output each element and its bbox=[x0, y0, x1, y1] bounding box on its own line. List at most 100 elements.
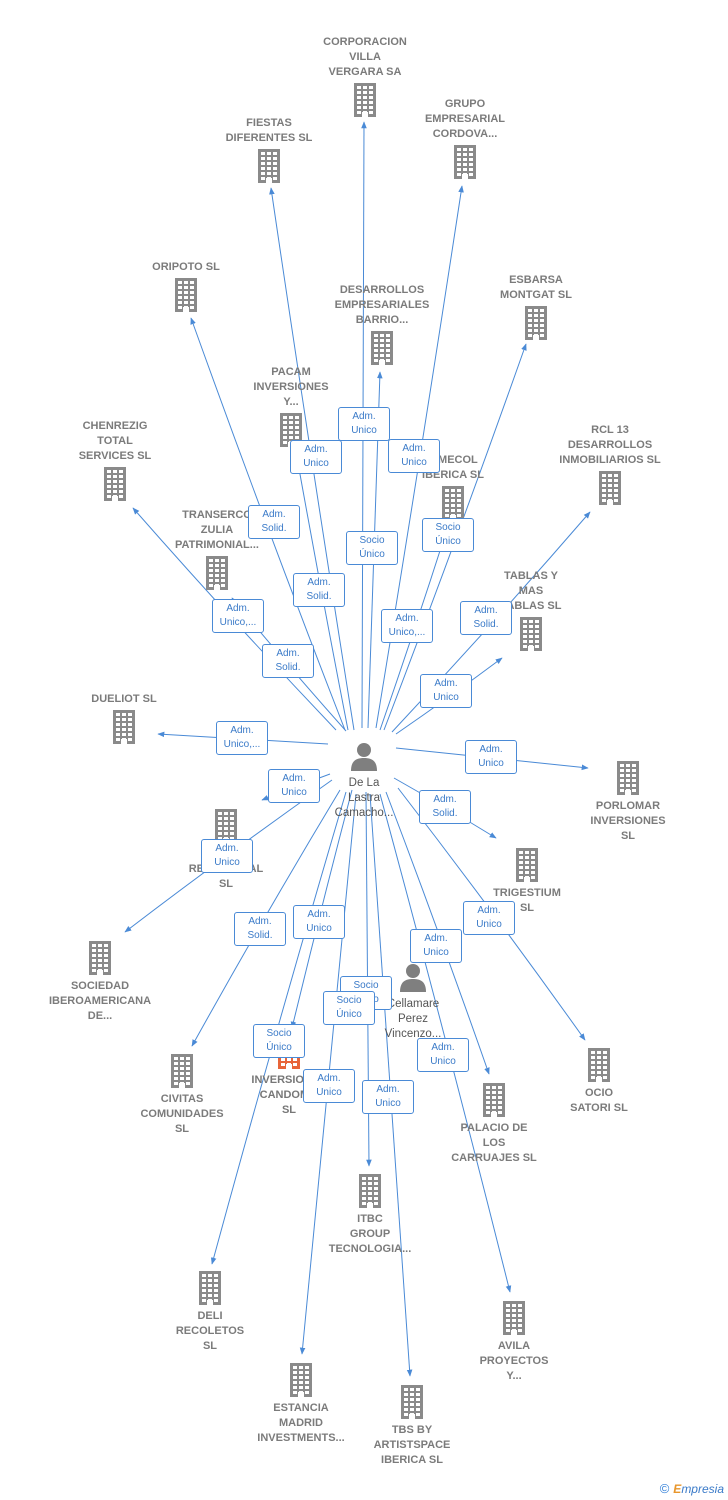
node-label-line: MONTGAT SL bbox=[500, 289, 572, 301]
node-label-line: PORLOMAR bbox=[595, 800, 661, 812]
edge-label-ol[interactable]: Adm.Unico bbox=[268, 769, 320, 803]
node-label-line: IBERICA SL bbox=[381, 1454, 443, 1466]
edge-label-sociedad[interactable]: Adm. Unico bbox=[201, 839, 253, 873]
copyright-symbol: © bbox=[659, 1481, 670, 1496]
node-label[interactable]: ORIPOTO SL bbox=[121, 260, 251, 275]
node-label-line: OCIO bbox=[584, 1087, 614, 1099]
node-label-line: PACAM bbox=[271, 366, 311, 378]
edge-label-tablas[interactable]: Adm.Unico bbox=[420, 674, 472, 708]
edge-label-line: Unico,... bbox=[219, 617, 257, 628]
node-label-line: FIESTAS bbox=[246, 117, 292, 129]
edge-label-line: Adm. bbox=[215, 843, 239, 854]
edge-label-pacam[interactable]: Adm.Unico bbox=[290, 440, 342, 474]
node-label-line: COMUNIDADES bbox=[140, 1108, 224, 1120]
node-label-line: SL bbox=[620, 830, 636, 842]
edge-label-line: Unico bbox=[214, 857, 240, 868]
node-label-line: ESTANCIA bbox=[273, 1402, 329, 1414]
node-label-line: LOS bbox=[482, 1137, 506, 1149]
edge-label-grupo[interactable]: Adm. Unico bbox=[388, 439, 440, 473]
edge-label-line: Adm. bbox=[307, 577, 331, 588]
edge-label-ocio[interactable]: Adm.Unico bbox=[463, 901, 515, 935]
edge-label-avila[interactable]: Adm.Unico bbox=[417, 1038, 469, 1072]
edge-label-rcl[interactable]: Adm.Solid. bbox=[460, 601, 512, 635]
edge-label-porlomar[interactable]: Adm.Unico bbox=[465, 740, 517, 774]
node-label-line: IBEROAMERICANA bbox=[48, 995, 152, 1007]
node-label-line: ESBARSA bbox=[509, 274, 563, 286]
edge-label-line: Unico bbox=[476, 919, 502, 930]
edge-label-limecol[interactable]: Adm.Unico,... bbox=[381, 609, 433, 643]
edge-label-palacio[interactable]: Adm.Unico bbox=[410, 929, 462, 963]
node-label-line: PROYECTOS bbox=[479, 1355, 549, 1367]
edge-label-line: Solid. bbox=[432, 808, 458, 819]
edge-label-line: Adm. bbox=[230, 725, 254, 736]
node-label-line: TOTAL bbox=[97, 435, 133, 447]
node-label-line: CORPORACION bbox=[323, 36, 407, 48]
node-label-line: GROUP bbox=[349, 1228, 391, 1240]
node-label-line: MADRID bbox=[279, 1417, 323, 1429]
node-label-line: GRUPO bbox=[444, 98, 486, 110]
edge-label-line: Adm. bbox=[433, 794, 457, 805]
edge-label-line: Unico bbox=[401, 457, 427, 468]
edge-label-transerco[interactable]: Adm.Solid. bbox=[262, 644, 314, 678]
footer-brand: © Empresia bbox=[660, 1481, 724, 1496]
node-label[interactable]: ESBARSA MONTGAT SL bbox=[471, 273, 601, 303]
edge-label-estancia[interactable]: Adm.Unico bbox=[303, 1069, 355, 1103]
node-label-line: CARRUAJES SL bbox=[451, 1152, 537, 1164]
edge-label-inversiones_candom[interactable]: Adm.Unico bbox=[293, 905, 345, 939]
node-label-line: SL bbox=[281, 1104, 297, 1116]
node-label-line: VILLA bbox=[349, 51, 381, 63]
node-label-line: SL bbox=[202, 1340, 218, 1352]
brand-logo[interactable]: Empresia bbox=[673, 1481, 724, 1496]
edge-label-corporacion[interactable]: Adm.Unico bbox=[338, 407, 390, 441]
node-label-line: DELI bbox=[197, 1310, 223, 1322]
edge-label-chenrezig[interactable]: Adm.Unico,... bbox=[212, 599, 264, 633]
node-label-line: RCL 13 bbox=[591, 424, 629, 436]
node-label-line: ITBC bbox=[357, 1213, 383, 1225]
node-label-line: TBS BY bbox=[391, 1424, 433, 1436]
edge-label-line: Adm. bbox=[402, 443, 426, 454]
node-label-line: Y... bbox=[283, 396, 299, 408]
edge-label-line: Solid. bbox=[275, 662, 301, 673]
node-label-line: TRIGESTIUM bbox=[493, 887, 561, 899]
edge-label-line: Solid. bbox=[247, 930, 273, 941]
edge-label-line: Adm. bbox=[248, 916, 272, 927]
node-label-line: INMOBILIARIOS SL bbox=[559, 454, 661, 466]
edge-label-tbs[interactable]: Adm.Unico bbox=[362, 1080, 414, 1114]
edge-label-line: Único bbox=[435, 536, 461, 547]
edge-label-line: Adm. bbox=[317, 1073, 341, 1084]
edge-label-fiestas[interactable]: Adm.Solid. bbox=[248, 505, 300, 539]
edge-label-oripoto[interactable]: Adm.Solid. bbox=[293, 573, 345, 607]
edge-label-civitas[interactable]: Adm. Solid. bbox=[234, 912, 286, 946]
node-label-line: De La bbox=[348, 777, 380, 789]
edge-label-dueliot[interactable]: Adm.Unico,... bbox=[216, 721, 268, 755]
edge-label-trigestium[interactable]: Adm. Solid. bbox=[419, 790, 471, 824]
node-label[interactable]: DUELIOT SL bbox=[59, 692, 189, 707]
